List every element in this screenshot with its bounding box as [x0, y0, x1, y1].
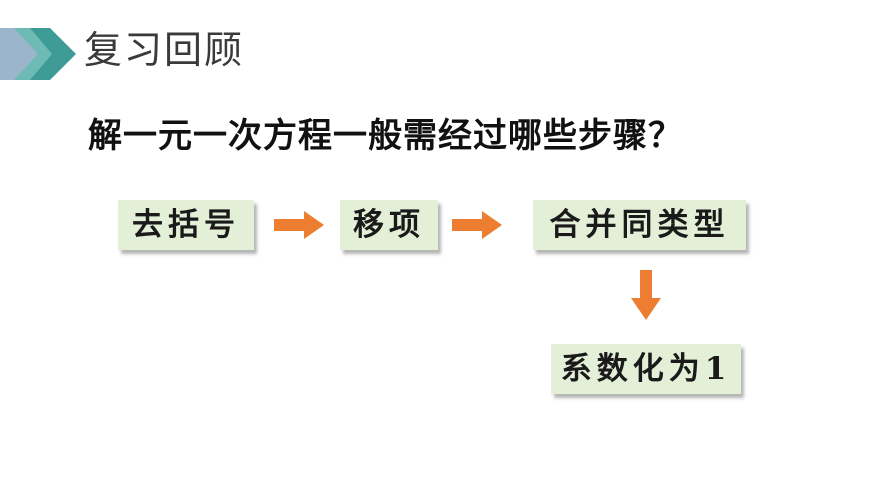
- play-chevrons-icon: [0, 28, 76, 80]
- question-text: 解一元一次方程一般需经过哪些步骤？: [88, 116, 683, 156]
- arrow-right-icon: [452, 211, 502, 239]
- step-transpose-terms: 移项: [340, 200, 438, 250]
- section-title: 复习回顾: [84, 28, 245, 72]
- arrow-down-icon: [631, 270, 661, 320]
- step-coefficient-to-one: 系数化为1: [551, 344, 741, 394]
- step-combine-like-terms: 合并同类型: [533, 200, 746, 250]
- step-remove-parentheses: 去括号: [118, 200, 254, 250]
- arrow-right-icon: [274, 211, 324, 239]
